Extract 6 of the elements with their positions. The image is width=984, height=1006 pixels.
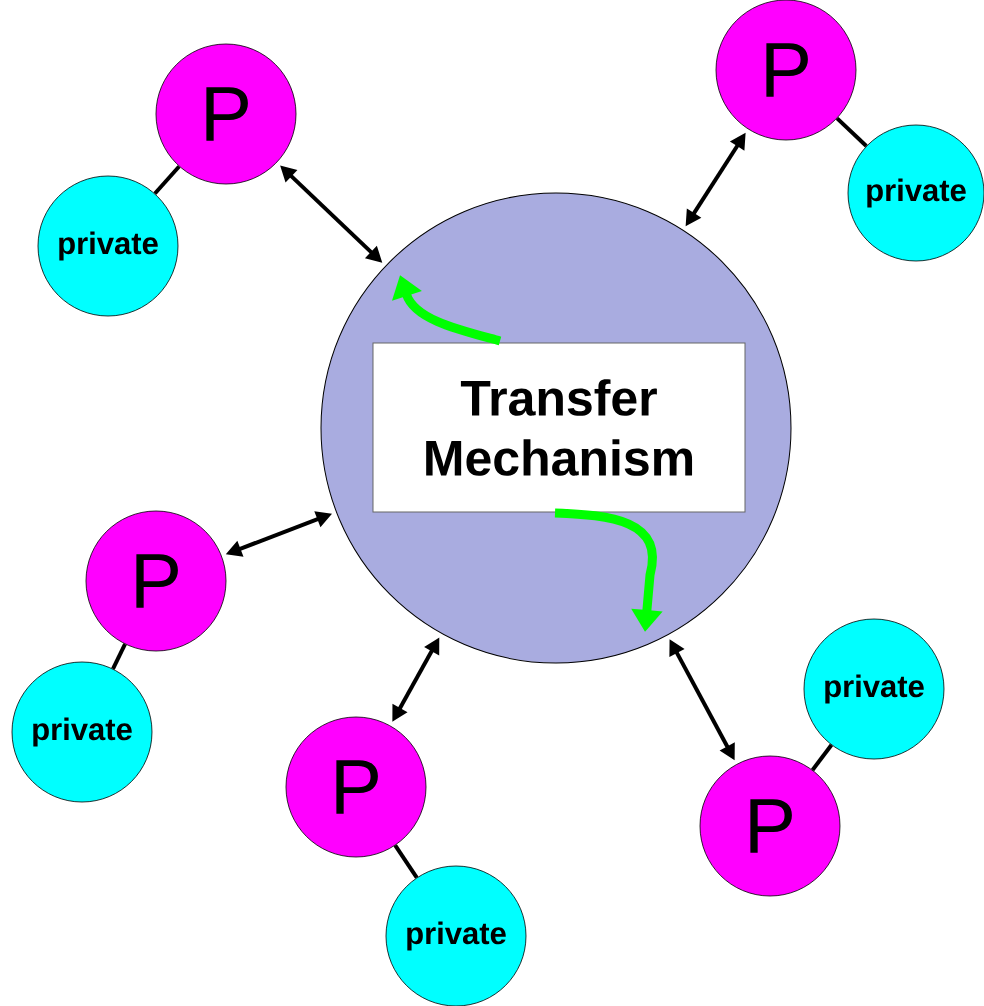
connector-line (835, 116, 868, 148)
connector-line (153, 165, 181, 195)
text-box: Transfer Mechanism (372, 342, 746, 513)
connector-line (810, 743, 834, 772)
connector-line (393, 844, 419, 879)
connector-line (111, 643, 127, 670)
